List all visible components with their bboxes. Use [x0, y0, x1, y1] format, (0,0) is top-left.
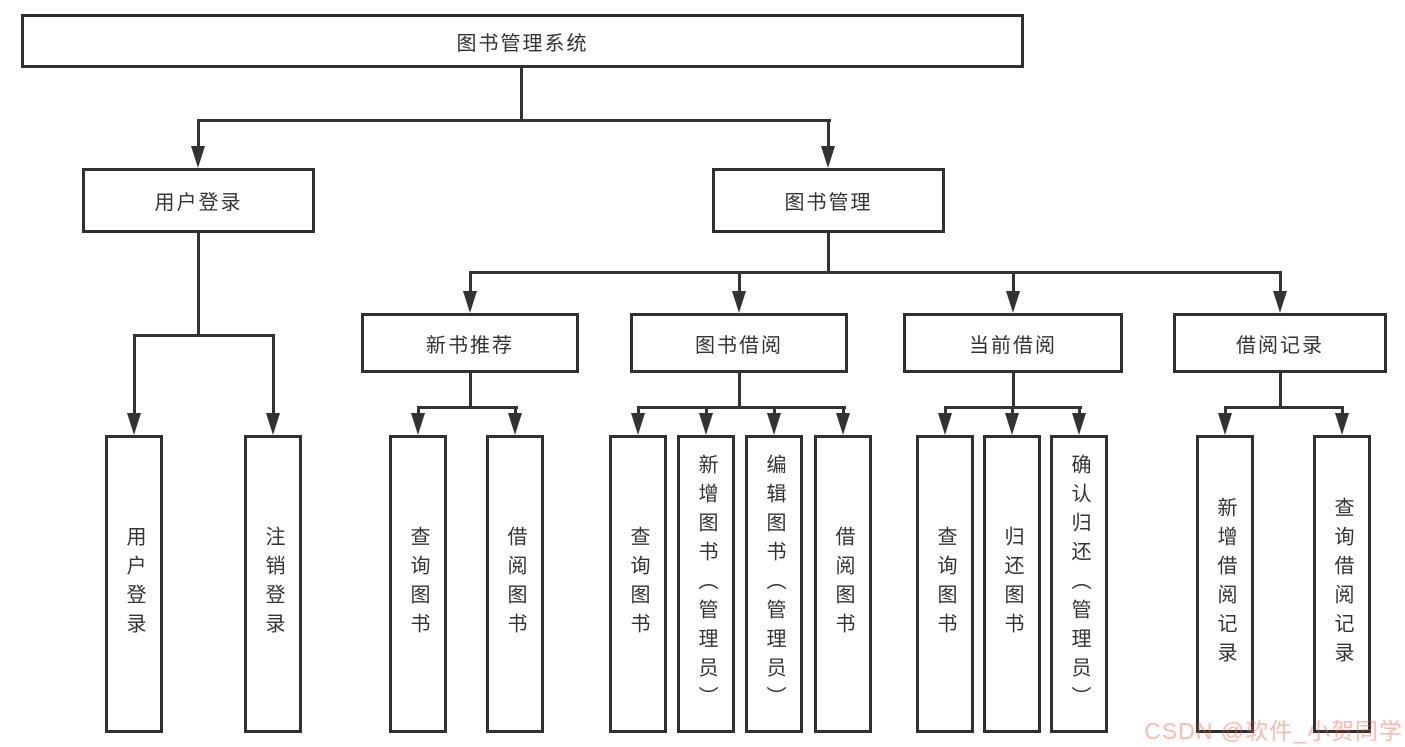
node-borrow-records-label: 借阅记录 — [1236, 334, 1324, 357]
node-book-management: 图书管理 — [712, 168, 945, 233]
connector-book-borrow-stem — [738, 373, 741, 409]
node-book-borrow-label: 图书借阅 — [695, 334, 783, 357]
connector-user-login-stem — [197, 233, 200, 336]
connector-leaf-line — [773, 406, 776, 418]
leaf-user-login: 用户登录 — [105, 435, 163, 733]
leaf-confirm-return-admin-label: 确认归还（管理员） — [1068, 453, 1090, 715]
connector-leaf-line — [842, 406, 845, 418]
arrowhead-down-icon — [127, 413, 141, 435]
leaf-confirm-return-admin: 确认归还（管理员） — [1050, 435, 1108, 733]
leaf-user-login-label: 用户登录 — [123, 526, 145, 642]
leaf-return-books: 归还图书 — [983, 435, 1041, 733]
connector-book-borrow-bar — [637, 406, 846, 409]
leaf-query-books-recommend: 查询图书 — [389, 435, 447, 733]
arrowhead-down-icon — [767, 413, 781, 435]
connector-to-leaf-logout — [272, 334, 275, 415]
arrowhead-down-icon — [1006, 291, 1020, 313]
arrowhead-down-icon — [1072, 413, 1086, 435]
leaf-add-books-admin: 新增图书（管理员） — [677, 435, 735, 733]
csdn-watermark: CSDN @软件_小贺同学 — [1144, 718, 1403, 744]
connector-leaf-line — [1011, 406, 1014, 418]
arrowhead-down-icon — [508, 413, 522, 435]
connector-book-management-stem — [827, 233, 830, 274]
arrowhead-down-icon — [821, 146, 835, 168]
connector-leaf-line — [417, 406, 420, 418]
arrowhead-down-icon — [463, 291, 477, 313]
leaf-query-books-borrow: 查询图书 — [609, 435, 667, 733]
connector-to-book-borrow — [738, 271, 741, 295]
connector-book-management-bar — [469, 271, 1282, 274]
leaf-query-borrow-record: 查询借阅记录 — [1313, 435, 1371, 733]
arrowhead-down-icon — [732, 291, 746, 313]
connector-borrow-records-bar — [1224, 406, 1344, 409]
arrowhead-down-icon — [938, 413, 952, 435]
connector-leaf-line — [1078, 406, 1081, 418]
connector-leaf-line — [1224, 406, 1227, 418]
leaf-add-books-admin-label: 新增图书（管理员） — [695, 453, 717, 715]
node-library-management-system-label: 图书管理系统 — [456, 32, 589, 55]
arrowhead-down-icon — [1218, 413, 1232, 435]
connector-to-current-borrow — [1012, 271, 1015, 295]
leaf-edit-books-admin-label: 编辑图书（管理员） — [763, 453, 785, 715]
leaf-logout-label: 注销登录 — [262, 526, 284, 642]
connector-current-borrow-stem — [1012, 373, 1015, 409]
leaf-edit-books-admin: 编辑图书（管理员） — [745, 435, 803, 733]
arrowhead-down-icon — [699, 413, 713, 435]
node-borrow-records: 借阅记录 — [1173, 313, 1387, 373]
node-current-borrow-label: 当前借阅 — [969, 334, 1057, 357]
connector-to-book-management — [827, 119, 830, 149]
connector-leaf-line — [705, 406, 708, 418]
connector-borrow-records-stem — [1279, 373, 1282, 409]
node-book-management-label: 图书管理 — [784, 192, 873, 214]
connector-leaf-line — [944, 406, 947, 418]
leaf-query-books-current-label: 查询图书 — [934, 526, 956, 642]
connector-to-new-book-recommend — [469, 271, 472, 295]
connector-to-borrow-records — [1279, 271, 1282, 295]
leaf-add-borrow-record-label: 新增借阅记录 — [1214, 497, 1236, 671]
leaf-borrow-books: 借阅图书 — [814, 435, 872, 733]
leaf-borrow-books-recommend-label: 借阅图书 — [504, 526, 526, 642]
connector-leaf-line — [637, 406, 640, 418]
leaf-borrow-books-label: 借阅图书 — [832, 526, 854, 642]
node-book-borrow: 图书借阅 — [630, 313, 848, 373]
leaf-add-borrow-record: 新增借阅记录 — [1196, 435, 1254, 733]
leaf-query-books-recommend-label: 查询图书 — [407, 526, 429, 642]
leaf-borrow-books-recommend: 借阅图书 — [486, 435, 544, 733]
leaf-query-borrow-record-label: 查询借阅记录 — [1331, 497, 1353, 671]
connector-root-bar — [197, 119, 831, 122]
connector-new-book-stem — [469, 373, 472, 409]
connector-leaf-line — [514, 406, 517, 418]
arrowhead-down-icon — [1005, 413, 1019, 435]
arrowhead-down-icon — [191, 146, 205, 168]
node-current-borrow: 当前借阅 — [903, 313, 1123, 373]
connector-user-login-bar — [133, 334, 275, 337]
arrowhead-down-icon — [1273, 291, 1287, 313]
connector-to-leaf-user-login — [133, 334, 136, 415]
node-user-login: 用户登录 — [82, 168, 315, 233]
leaf-return-books-label: 归还图书 — [1001, 526, 1023, 642]
node-library-management-system: 图书管理系统 — [21, 14, 1024, 68]
node-new-book-recommend: 新书推荐 — [361, 313, 579, 373]
arrowhead-down-icon — [411, 413, 425, 435]
arrowhead-down-icon — [266, 413, 280, 435]
arrowhead-down-icon — [1335, 413, 1349, 435]
arrowhead-down-icon — [631, 413, 645, 435]
leaf-query-books-current: 查询图书 — [916, 435, 974, 733]
arrowhead-down-icon — [836, 413, 850, 435]
node-user-login-label: 用户登录 — [154, 192, 243, 214]
connector-to-user-login — [197, 119, 200, 149]
node-new-book-recommend-label: 新书推荐 — [426, 334, 514, 357]
connector-leaf-line — [1341, 406, 1344, 418]
leaf-query-books-borrow-label: 查询图书 — [627, 526, 649, 642]
connector-root-stem — [520, 68, 523, 120]
leaf-logout: 注销登录 — [244, 435, 302, 733]
connector-new-book-bar — [417, 406, 518, 409]
